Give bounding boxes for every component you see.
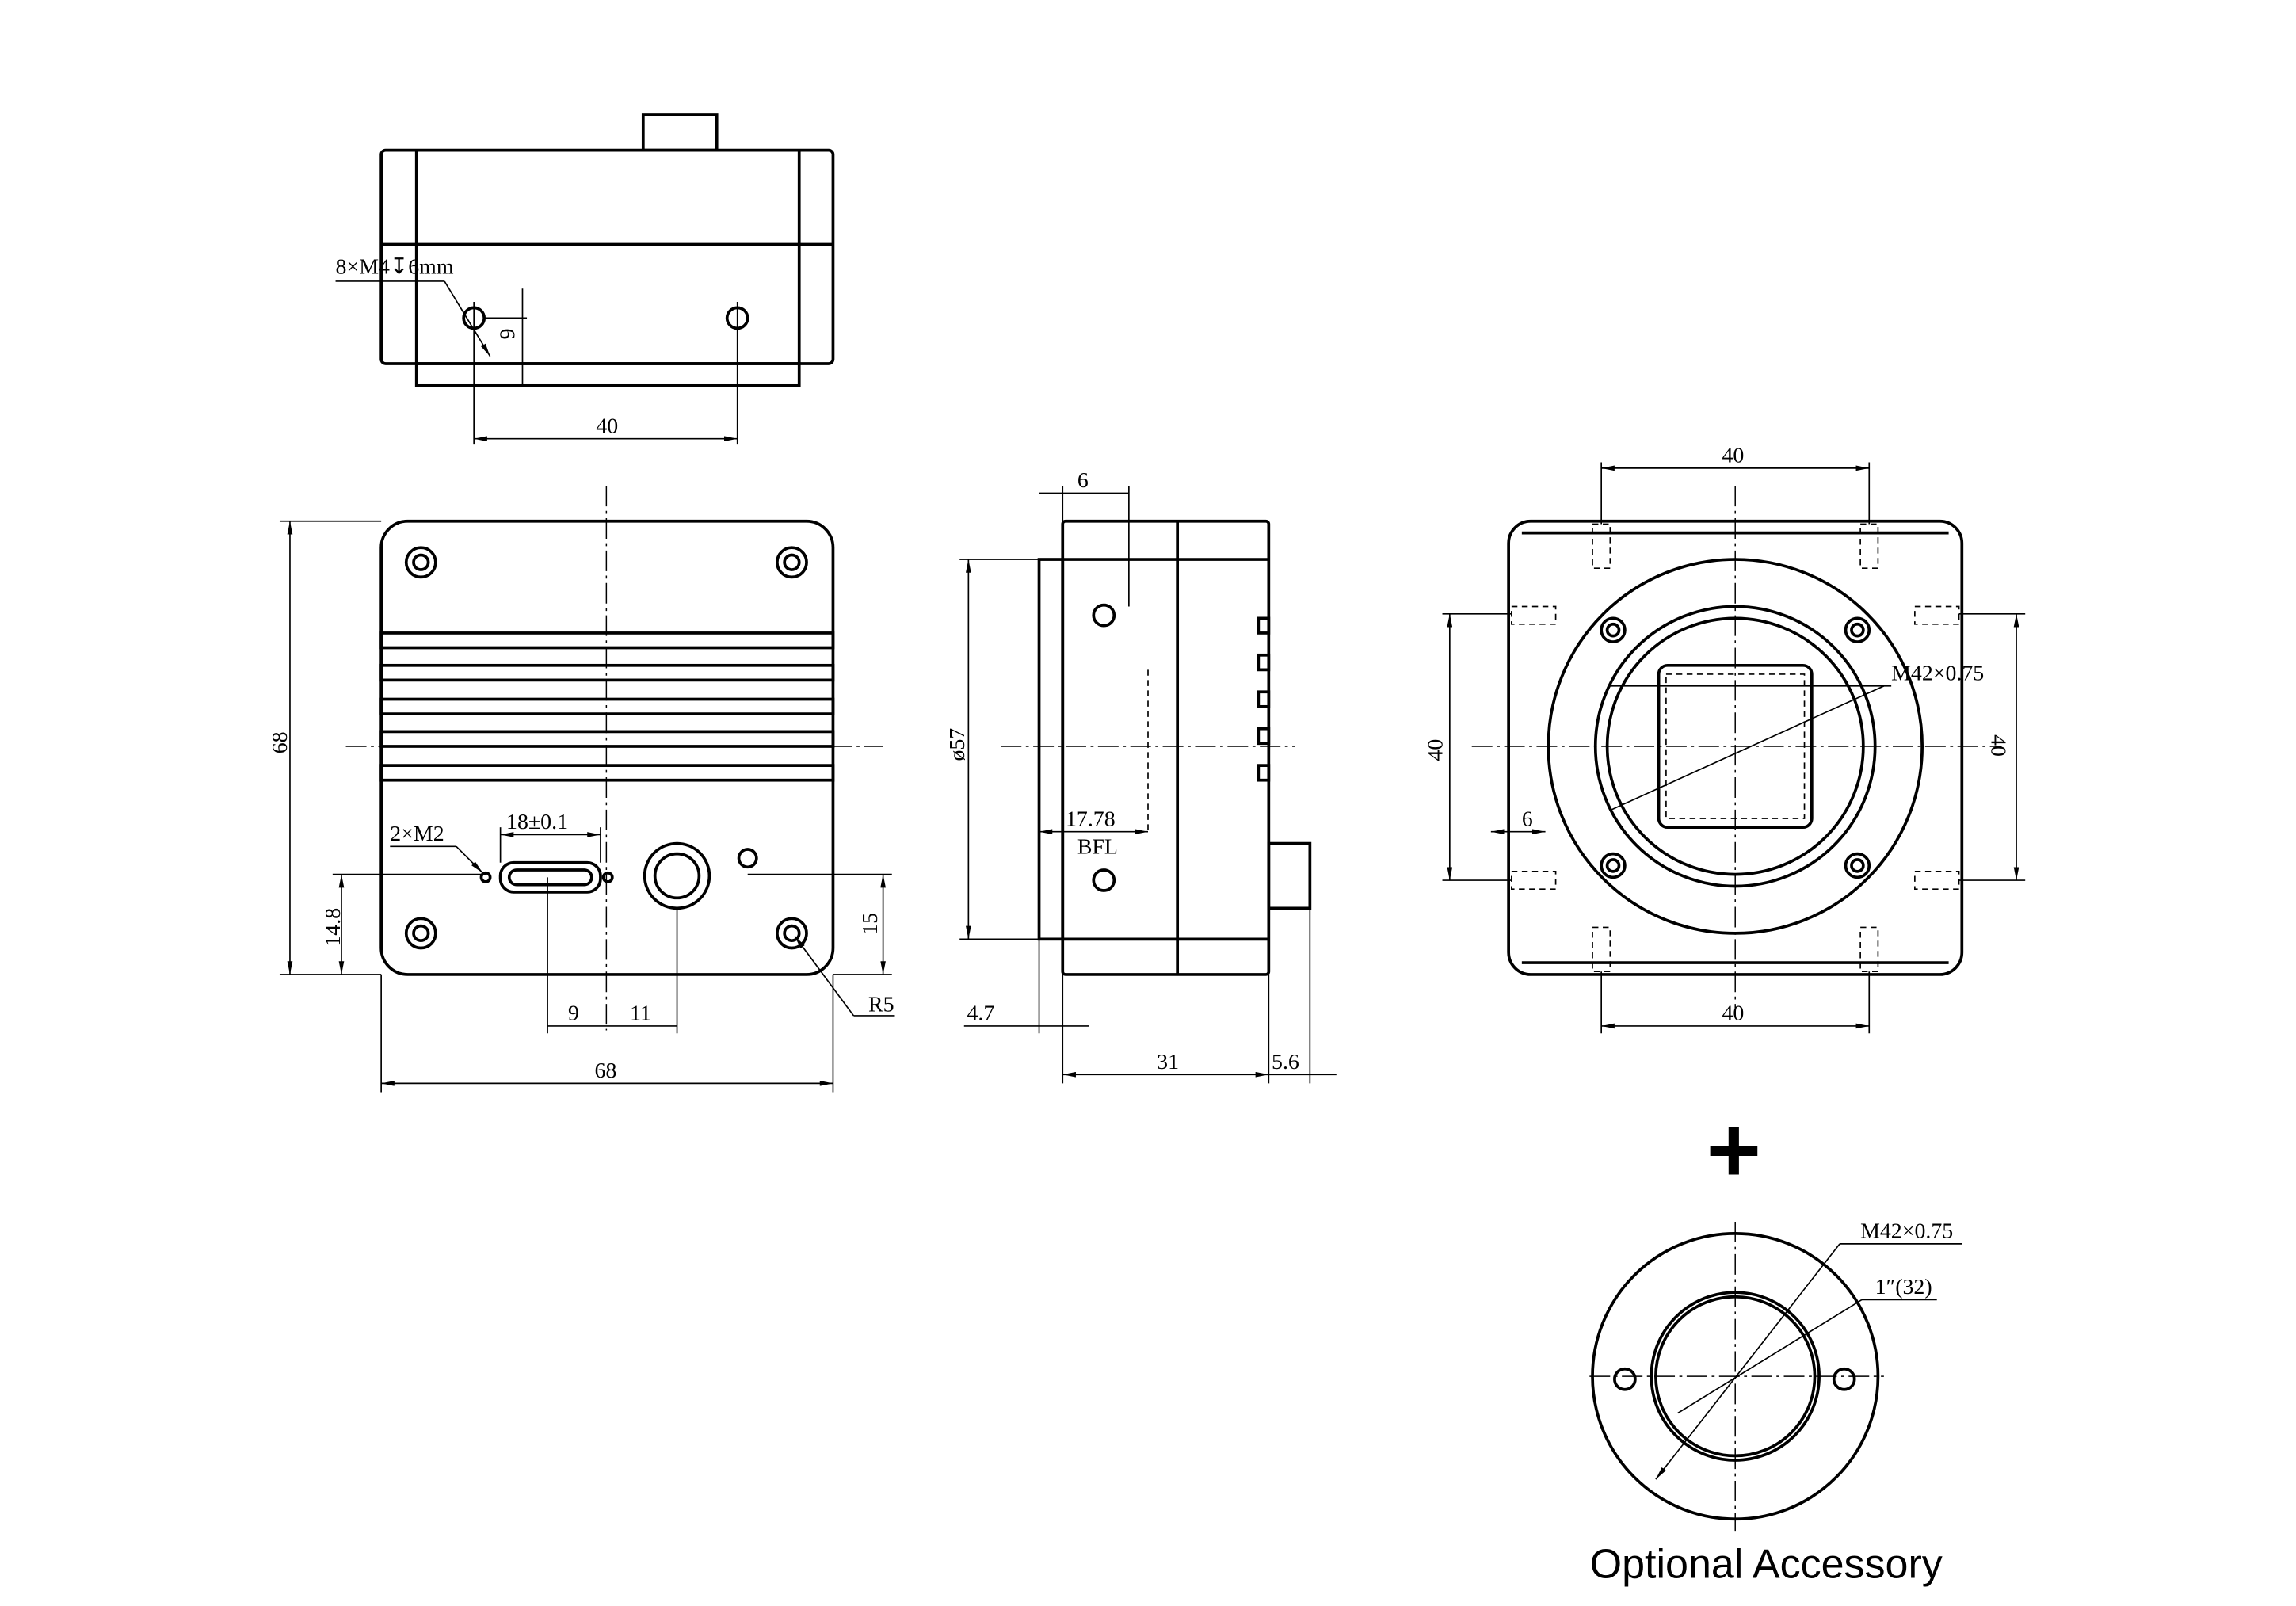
dim-bfl: 17.78	[1066, 807, 1116, 831]
rear-panel-view: 68 68 14.8 15 9 11 18±0.1 2×M2 R5	[268, 486, 895, 1093]
dim-5-6: 5.6	[1272, 1050, 1299, 1074]
dim-18: 18±0.1	[506, 810, 568, 834]
dim-height-68: 68	[268, 731, 292, 753]
dim-left-40: 40	[1424, 739, 1448, 761]
dim-6: 6	[1077, 468, 1089, 493]
bfl-label: BFL	[1077, 835, 1118, 860]
thread-label: M42×0.75	[1860, 1219, 1953, 1243]
optional-accessory: + M42×0.75 1″(32) Optional Accessory	[1589, 1097, 1962, 1588]
dim-14-8: 14.8	[321, 908, 345, 947]
plus-icon: +	[1707, 1097, 1761, 1203]
screw-icon	[1600, 616, 1871, 879]
dim-bottom-40: 40	[1722, 1001, 1744, 1026]
screw-label: 2×M2	[390, 822, 444, 846]
caption: Optional Accessory	[1590, 1542, 1943, 1588]
dim-31: 31	[1157, 1050, 1179, 1074]
side-view: 6 ø57 17.78 BFL 4.7 31 5.6	[945, 468, 1337, 1084]
thread-label: M42×0.75	[1891, 661, 1984, 685]
size-label: 1″(32)	[1875, 1275, 1932, 1299]
dim-6: 6	[1522, 807, 1533, 831]
thread-label: 8×M4↧6mm	[336, 255, 454, 280]
usb-port-icon	[498, 860, 602, 894]
screw-icon	[404, 546, 808, 950]
dim-right-40: 40	[1985, 734, 2010, 757]
dim-6: 6	[495, 328, 520, 339]
dim-9: 9	[568, 1001, 579, 1026]
dim-diameter-57: ø57	[945, 728, 970, 761]
lens-mount-view: 40 40 40 40 6 M42×0.75	[1424, 443, 2026, 1034]
top-view: 40 8×M4↧6mm 6	[336, 113, 835, 445]
dim-4-7: 4.7	[967, 1001, 995, 1026]
dim-width-68: 68	[595, 1059, 617, 1083]
dim-top-40: 40	[1722, 443, 1744, 467]
dim-11: 11	[630, 1001, 651, 1026]
radius-label: R5	[868, 992, 894, 1017]
dim-15: 15	[858, 913, 883, 935]
dim-40: 40	[596, 414, 618, 438]
